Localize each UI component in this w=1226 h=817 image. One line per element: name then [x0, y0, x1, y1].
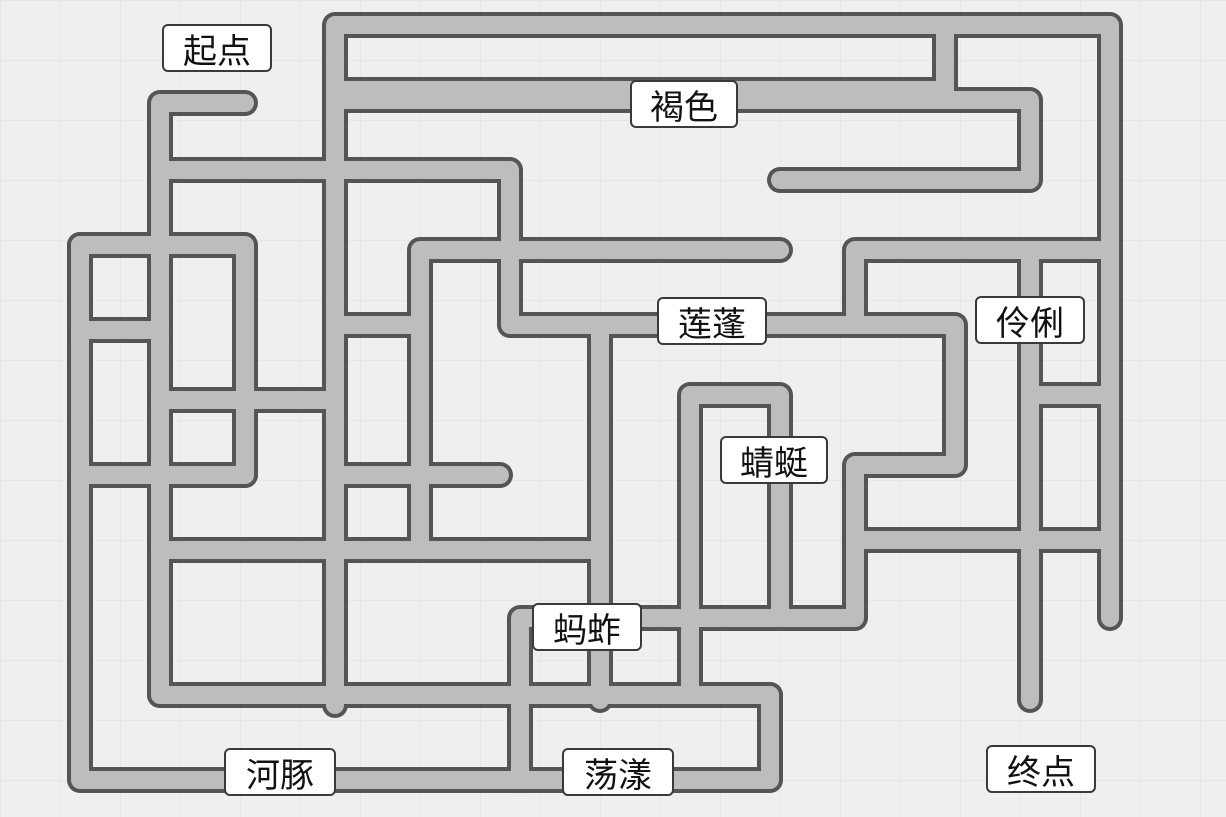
word-lingli: 伶俐 [975, 296, 1085, 344]
word-dangyang: 荡漾 [562, 748, 674, 796]
word-hetun: 河豚 [224, 748, 336, 796]
word-hese: 褐色 [630, 80, 738, 128]
end-label: 终点 [986, 745, 1096, 793]
word-lianpeng: 莲蓬 [657, 297, 767, 345]
word-qingting: 蜻蜓 [720, 436, 828, 484]
start-label: 起点 [162, 24, 272, 72]
word-mazha: 蚂蚱 [532, 603, 642, 651]
